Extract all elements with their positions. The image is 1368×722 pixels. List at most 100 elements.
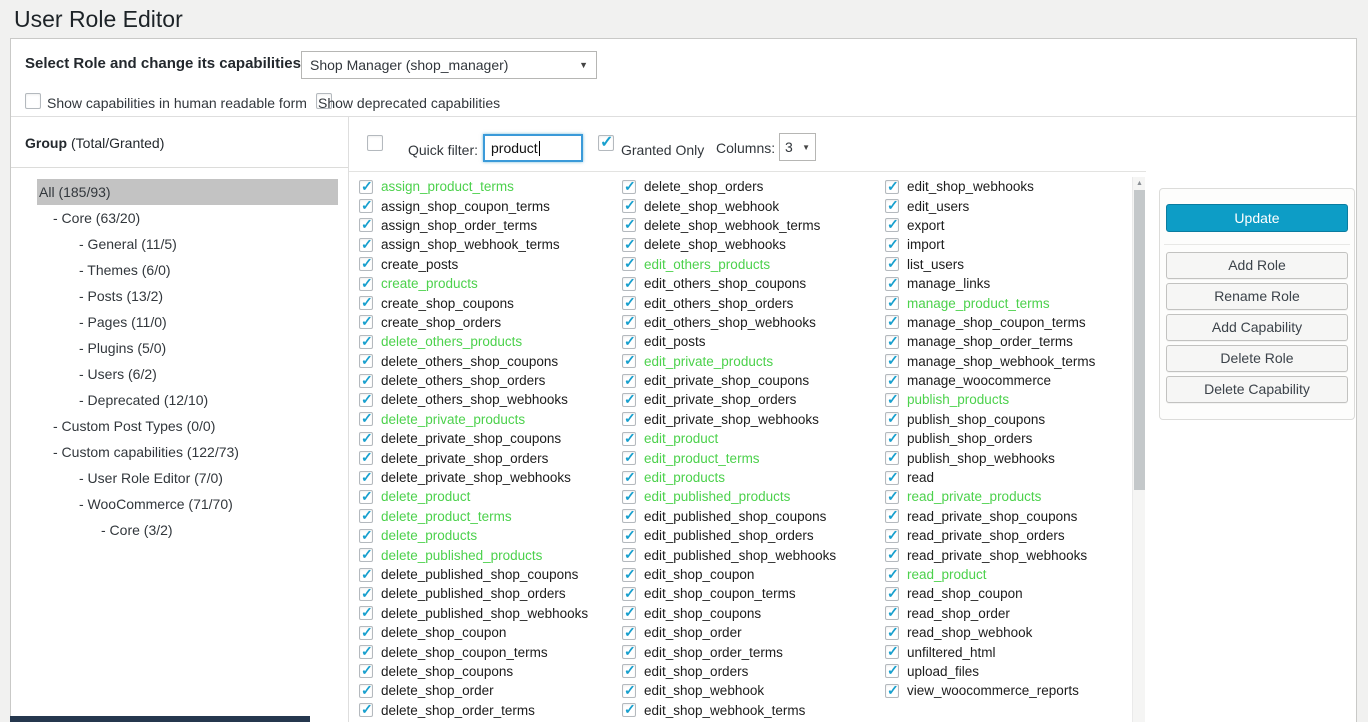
select-all-checkbox[interactable] (367, 135, 383, 151)
capability-checkbox[interactable] (359, 507, 373, 524)
capability-checkbox[interactable] (622, 178, 636, 195)
capability-checkbox[interactable] (885, 313, 899, 330)
vertical-scrollbar[interactable]: ▲ (1132, 177, 1145, 722)
capability-checkbox[interactable] (885, 682, 899, 699)
capability-checkbox[interactable] (622, 527, 636, 544)
capability-checkbox[interactable] (359, 449, 373, 466)
capability-checkbox[interactable] (359, 430, 373, 447)
update-button[interactable]: Update (1166, 204, 1348, 232)
tree-item[interactable]: - Pages (11/0) (11, 309, 338, 335)
capability-checkbox[interactable] (359, 624, 373, 641)
capability-checkbox[interactable] (622, 410, 636, 427)
tree-item[interactable]: - Plugins (5/0) (11, 335, 338, 361)
tree-item[interactable]: - General (11/5) (11, 231, 338, 257)
tree-item[interactable]: - Themes (6/0) (11, 257, 338, 283)
capability-checkbox[interactable] (359, 643, 373, 660)
capability-checkbox[interactable] (622, 643, 636, 660)
capability-checkbox[interactable] (885, 197, 899, 214)
capability-checkbox[interactable] (885, 178, 899, 195)
capability-checkbox[interactable] (885, 391, 899, 408)
capability-checkbox[interactable] (359, 294, 373, 311)
capability-checkbox[interactable] (885, 662, 899, 679)
granted-only-checkbox[interactable] (598, 132, 614, 152)
capability-checkbox[interactable] (885, 488, 899, 505)
capability-checkbox[interactable] (622, 372, 636, 389)
capability-checkbox[interactable] (885, 333, 899, 350)
capability-checkbox[interactable] (885, 352, 899, 369)
show-deprecated-checkbox[interactable] (316, 93, 333, 109)
capability-checkbox[interactable] (885, 604, 899, 621)
capability-checkbox[interactable] (885, 236, 899, 253)
capability-checkbox[interactable] (622, 197, 636, 214)
capability-checkbox[interactable] (885, 624, 899, 641)
tree-item[interactable]: - Deprecated (12/10) (11, 387, 338, 413)
capability-checkbox[interactable] (359, 352, 373, 369)
capability-checkbox[interactable] (622, 507, 636, 524)
capability-checkbox[interactable] (622, 313, 636, 330)
capability-checkbox[interactable] (359, 662, 373, 679)
scrollbar-up-arrow-icon[interactable]: ▲ (1136, 180, 1143, 187)
human-readable-checkbox[interactable] (25, 93, 41, 109)
tree-item[interactable]: - Posts (13/2) (11, 283, 338, 309)
capability-checkbox[interactable] (359, 372, 373, 389)
tree-item[interactable]: - Users (6/2) (11, 361, 338, 387)
delete-role-button[interactable]: Delete Role (1166, 345, 1348, 372)
capability-checkbox[interactable] (885, 527, 899, 544)
capability-checkbox[interactable] (885, 469, 899, 486)
role-select[interactable]: Shop Manager (shop_manager) ▼ (301, 51, 597, 79)
capability-checkbox[interactable] (359, 216, 373, 233)
capability-checkbox[interactable] (622, 430, 636, 447)
capability-checkbox[interactable] (622, 236, 636, 253)
capability-checkbox[interactable] (622, 604, 636, 621)
quick-filter-input[interactable]: product (483, 134, 583, 162)
capability-checkbox[interactable] (359, 527, 373, 544)
add-role-button[interactable]: Add Role (1166, 252, 1348, 279)
capability-checkbox[interactable] (622, 275, 636, 292)
capability-checkbox[interactable] (622, 255, 636, 272)
capability-checkbox[interactable] (359, 546, 373, 563)
capability-checkbox[interactable] (885, 643, 899, 660)
capability-checkbox[interactable] (622, 469, 636, 486)
capability-checkbox[interactable] (622, 682, 636, 699)
capability-checkbox[interactable] (885, 255, 899, 272)
capability-checkbox[interactable] (885, 566, 899, 583)
capability-checkbox[interactable] (359, 469, 373, 486)
capability-checkbox[interactable] (359, 313, 373, 330)
capability-checkbox[interactable] (359, 178, 373, 195)
add-capability-button[interactable]: Add Capability (1166, 314, 1348, 341)
capability-checkbox[interactable] (359, 275, 373, 292)
tree-item[interactable]: - Core (63/20) (11, 205, 338, 231)
capability-checkbox[interactable] (885, 507, 899, 524)
capability-checkbox[interactable] (359, 255, 373, 272)
capability-checkbox[interactable] (359, 391, 373, 408)
capability-checkbox[interactable] (622, 352, 636, 369)
tree-item[interactable]: All (185/93) (11, 179, 338, 205)
bottom-scroll-handle[interactable] (10, 716, 310, 722)
capability-checkbox[interactable] (622, 488, 636, 505)
capability-checkbox[interactable] (622, 662, 636, 679)
capability-checkbox[interactable] (359, 333, 373, 350)
capability-checkbox[interactable] (622, 566, 636, 583)
capability-checkbox[interactable] (622, 216, 636, 233)
capability-checkbox[interactable] (885, 449, 899, 466)
capability-checkbox[interactable] (622, 391, 636, 408)
columns-select[interactable]: 3 ▼ (779, 133, 816, 161)
delete-capability-button[interactable]: Delete Capability (1166, 376, 1348, 403)
capability-checkbox[interactable] (622, 624, 636, 641)
capability-checkbox[interactable] (885, 546, 899, 563)
tree-item[interactable]: - User Role Editor (7/0) (11, 465, 338, 491)
capability-checkbox[interactable] (359, 488, 373, 505)
capability-checkbox[interactable] (359, 701, 373, 718)
capability-checkbox[interactable] (885, 372, 899, 389)
tree-item[interactable]: - WooCommerce (71/70) (11, 491, 338, 517)
scrollbar-thumb[interactable] (1134, 190, 1145, 490)
tree-item[interactable]: - Custom capabilities (122/73) (11, 439, 338, 465)
capability-checkbox[interactable] (622, 701, 636, 718)
capability-checkbox[interactable] (885, 410, 899, 427)
capability-checkbox[interactable] (359, 604, 373, 621)
rename-role-button[interactable]: Rename Role (1166, 283, 1348, 310)
capability-checkbox[interactable] (885, 430, 899, 447)
capability-checkbox[interactable] (885, 585, 899, 602)
capability-checkbox[interactable] (622, 294, 636, 311)
capability-checkbox[interactable] (622, 333, 636, 350)
